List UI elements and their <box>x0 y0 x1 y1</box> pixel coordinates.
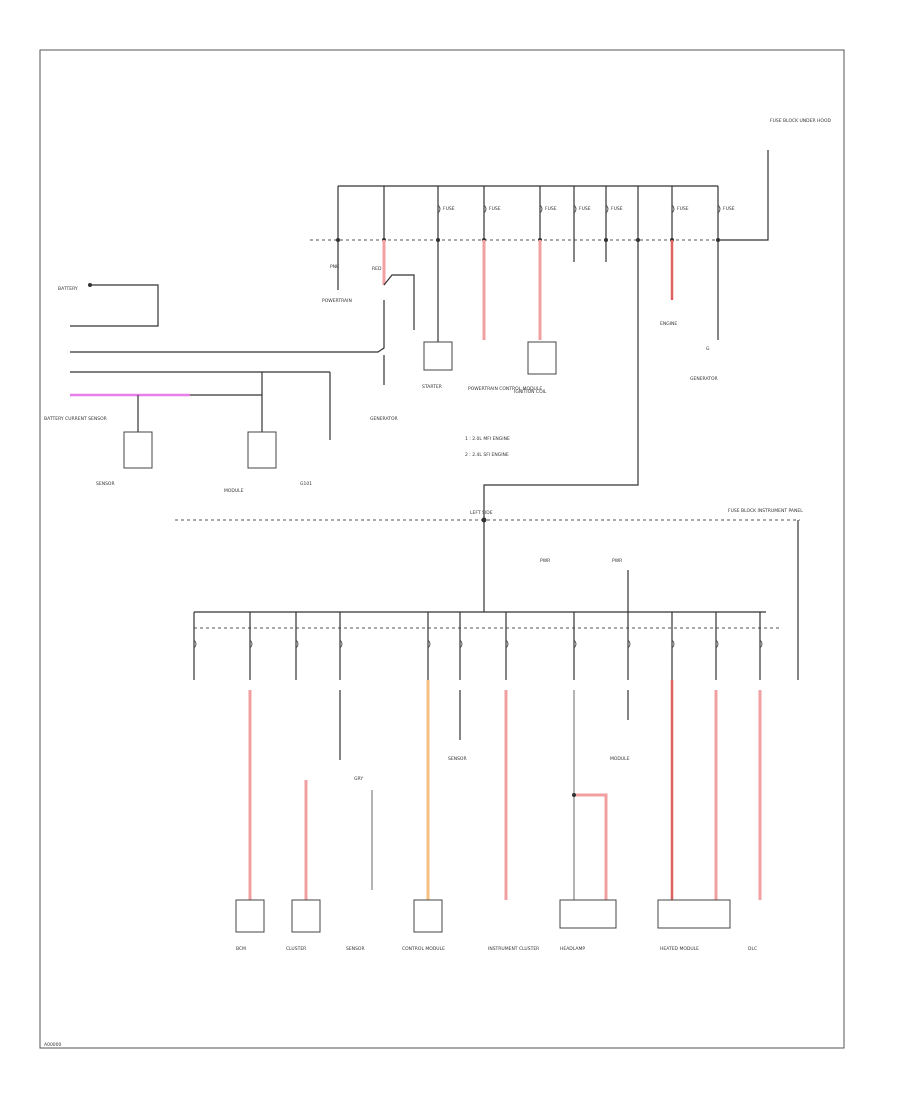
top-generator-label: GENERATOR <box>690 376 718 382</box>
headlamp-label: HEADLAMP <box>560 946 585 952</box>
bcm-label: BCM <box>236 946 246 952</box>
note-2: 2 : 2.4L SFI ENGINE <box>465 452 509 458</box>
bottom-circuits: BCM CLUSTER GRY SENSOR CONTROL MODULE SE… <box>193 612 763 952</box>
svg-text:GENERATOR: GENERATOR <box>370 416 398 422</box>
heated-module-label: HEATED MODULE <box>660 946 699 952</box>
svg-text:FUSE: FUSE <box>611 206 623 212</box>
left-module-label: MODULE <box>224 488 244 494</box>
svg-text:FUSE: FUSE <box>579 206 591 212</box>
left-connector-label: LEFT SIDE <box>470 510 493 516</box>
top-right-label: FUSE BLOCK UNDER HOOD <box>770 118 832 124</box>
control-module-label: CONTROL MODULE <box>402 946 445 952</box>
cluster-label: CLUSTER <box>286 946 306 952</box>
ignition-coil-label: IGNITION COIL <box>514 389 547 395</box>
bottom-sensor-label: SENSOR <box>346 946 365 952</box>
battery-section: BATTERY BATTERY CURRENT SENSOR SENSOR MO… <box>44 283 331 494</box>
starter-label: STARTER <box>422 384 442 390</box>
top-circuits: PNK POWERTRAIN RED GENERATOR STARTER POW… <box>70 240 719 520</box>
footer-code: A00000 <box>44 1042 62 1048</box>
svg-text:POWERTRAIN: POWERTRAIN <box>322 298 352 304</box>
diagram-frame <box>39 49 845 1049</box>
battery-label: BATTERY <box>58 286 78 292</box>
svg-text:SENSOR: SENSOR <box>448 756 467 762</box>
svg-text:ENGINE: ENGINE <box>660 321 677 327</box>
svg-text:G: G <box>706 346 710 352</box>
svg-text:RED: RED <box>372 266 382 272</box>
dlc-label: DLC <box>748 946 757 952</box>
svg-text:FUSE: FUSE <box>489 206 501 212</box>
mid-label-1: PWR <box>540 558 550 564</box>
instrument-panel-bus: LEFT SIDE FUSE BLOCK INSTRUMENT PANEL PW… <box>175 508 803 680</box>
pcm-label: POWERTRAIN CONTROL MODULE <box>468 386 542 392</box>
svg-text:MODULE: MODULE <box>610 756 630 762</box>
svg-text:FUSE: FUSE <box>443 206 455 212</box>
svg-text:PNK: PNK <box>330 264 340 270</box>
svg-text:GRY: GRY <box>354 776 363 782</box>
battery-sensor-label: BATTERY CURRENT SENSOR <box>44 416 107 422</box>
right-bus-label: FUSE BLOCK INSTRUMENT PANEL <box>728 508 803 514</box>
note-1: 1 : 2.0L MFI ENGINE <box>465 436 510 442</box>
instrument-cluster-label: INSTRUMENT CLUSTER <box>488 946 539 952</box>
left-sensor-label: SENSOR <box>96 481 115 487</box>
mid-label-2: PWR <box>612 558 622 564</box>
ground-label: G101 <box>300 481 312 487</box>
underhood-fuse-block: FUSE FUSE FUSE FUSE FUSE FUSE FUSE FUSE BLOC… <box>310 118 832 242</box>
svg-text:FUSE: FUSE <box>677 206 689 212</box>
svg-text:FUSE: FUSE <box>723 206 735 212</box>
svg-text:FUSE: FUSE <box>545 206 557 212</box>
